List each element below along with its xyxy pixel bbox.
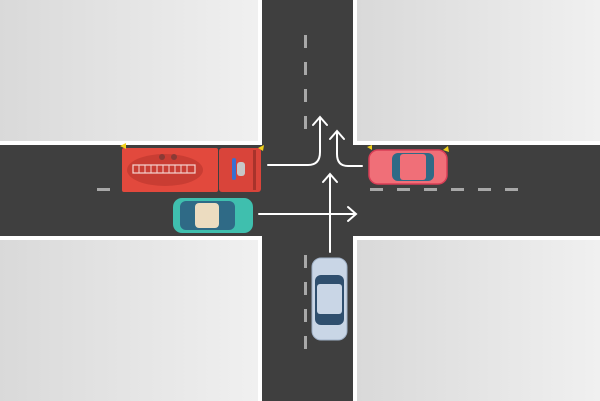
turn-signal-icon (120, 143, 126, 149)
turn-signal-icon (258, 145, 264, 151)
lane-markings (97, 35, 518, 349)
city-block-bottom-left (0, 240, 258, 401)
city-block-top-left (0, 0, 258, 141)
teal-car (173, 198, 253, 233)
turn-signal-icon (443, 146, 449, 152)
silver-car-straight-arrow (322, 172, 338, 253)
fire-truck-left-turn-arrow (267, 115, 328, 166)
turn-signal-icon (367, 145, 372, 150)
teal-car-straight-arrow (258, 206, 358, 222)
pink-car-right-turn-arrow (329, 129, 363, 167)
fire-truck (120, 143, 264, 192)
city-block-bottom-right (357, 240, 600, 401)
silver-car (311, 257, 348, 341)
city-block-top-right (357, 0, 600, 141)
pink-car (367, 145, 449, 185)
